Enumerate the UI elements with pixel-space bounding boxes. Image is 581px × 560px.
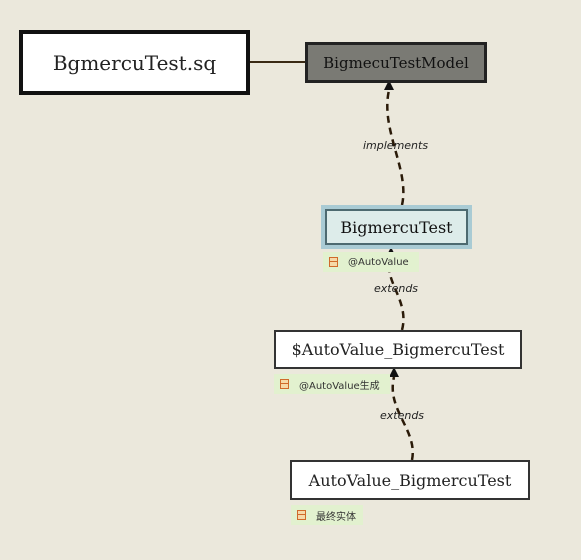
file-node-label: BgmercuTest.sq xyxy=(52,50,217,75)
model-node[interactable]: BigmecuTestModel xyxy=(305,42,487,83)
extends-arrowhead-2 xyxy=(389,367,399,377)
implements-label: implements xyxy=(363,139,429,152)
final-annotation-label: 最终实体 xyxy=(316,511,356,523)
autovalue-node[interactable]: $AutoValue_BigmercuTest xyxy=(274,330,522,369)
test-node[interactable]: BigmercuTest xyxy=(321,205,472,249)
final-node-label: AutoValue_BigmercuTest xyxy=(308,470,512,490)
test-annotation-label: @AutoValue xyxy=(348,256,409,268)
extends-label-2: extends xyxy=(380,409,425,422)
file-node[interactable]: BgmercuTest.sq xyxy=(19,30,250,95)
extends-arrow-1 xyxy=(388,257,405,331)
autovalue-annotation-tag: @AutoValue生成 xyxy=(274,374,390,394)
autovalue-annotation-label: @AutoValue生成 xyxy=(299,380,380,392)
annotation-icon xyxy=(297,510,306,520)
model-node-label: BigmecuTestModel xyxy=(323,53,469,72)
test-node-label: BigmercuTest xyxy=(340,217,453,237)
implements-arrowhead xyxy=(384,80,394,90)
annotation-icon xyxy=(280,379,289,389)
extends-label-1: extends xyxy=(374,282,419,295)
annotation-icon xyxy=(329,257,338,267)
final-node[interactable]: AutoValue_BigmercuTest xyxy=(290,460,530,500)
autovalue-node-label: $AutoValue_BigmercuTest xyxy=(291,340,505,359)
extends-arrow-2 xyxy=(391,376,414,461)
final-annotation-tag: 最终实体 xyxy=(291,505,363,525)
test-annotation-tag: @AutoValue xyxy=(323,252,419,272)
